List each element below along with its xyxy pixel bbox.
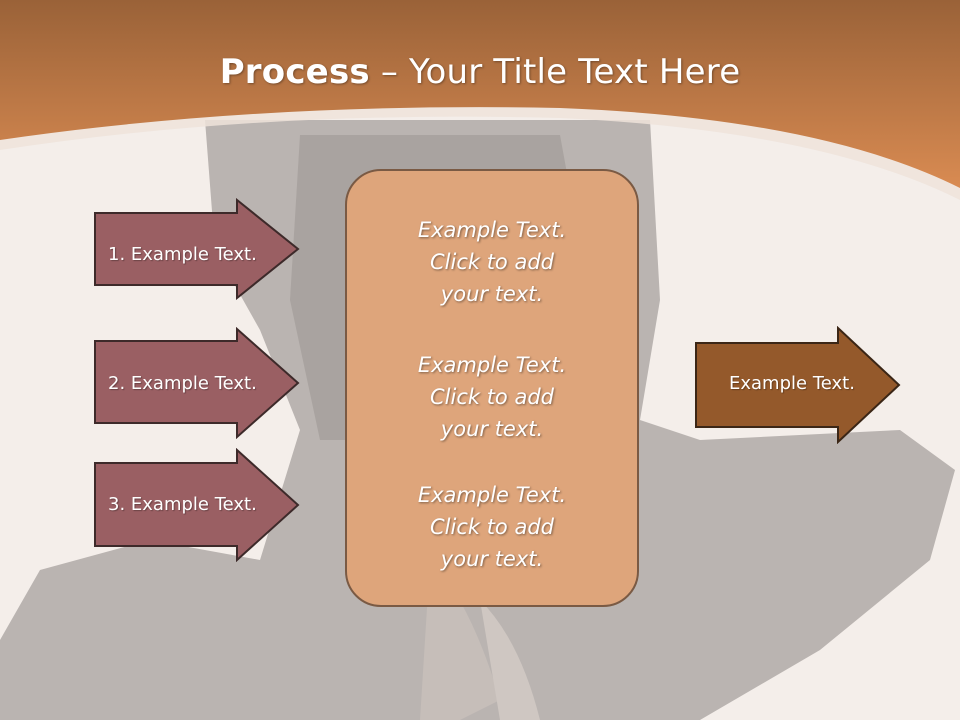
block-3-line-1: Example Text. [417, 483, 567, 507]
center-text-block-2: Example Text. Click to add your text. [347, 349, 637, 445]
title-rest: – Your Title Text Here [369, 52, 741, 92]
block-3-line-3: your text. [440, 547, 544, 571]
center-text-block-1: Example Text. Click to add your text. [347, 214, 637, 310]
left-arrow-2[interactable] [93, 327, 301, 439]
left-arrow-1[interactable] [93, 198, 301, 300]
block-3-line-2: Click to add [429, 515, 554, 539]
block-2-line-3: your text. [440, 417, 544, 441]
center-text-box[interactable]: Example Text. Click to add your text. Ex… [345, 169, 639, 607]
left-arrow-3[interactable] [93, 448, 301, 562]
block-1-line-2: Click to add [429, 250, 554, 274]
left-arrow-1-label: 1. Example Text. [108, 244, 257, 265]
block-1-line-3: your text. [440, 282, 544, 306]
title-bold: Process [219, 52, 370, 92]
block-1-line-1: Example Text. [417, 218, 567, 242]
left-arrow-3-label: 3. Example Text. [108, 494, 257, 515]
slide-title: Process – Your Title Text Here [0, 52, 960, 92]
left-arrow-2-label: 2. Example Text. [108, 373, 257, 394]
right-arrow[interactable] [694, 326, 902, 444]
right-arrow-label: Example Text. [729, 373, 855, 394]
center-text-block-3: Example Text. Click to add your text. [347, 479, 637, 575]
block-2-line-2: Click to add [429, 385, 554, 409]
block-2-line-1: Example Text. [417, 353, 567, 377]
